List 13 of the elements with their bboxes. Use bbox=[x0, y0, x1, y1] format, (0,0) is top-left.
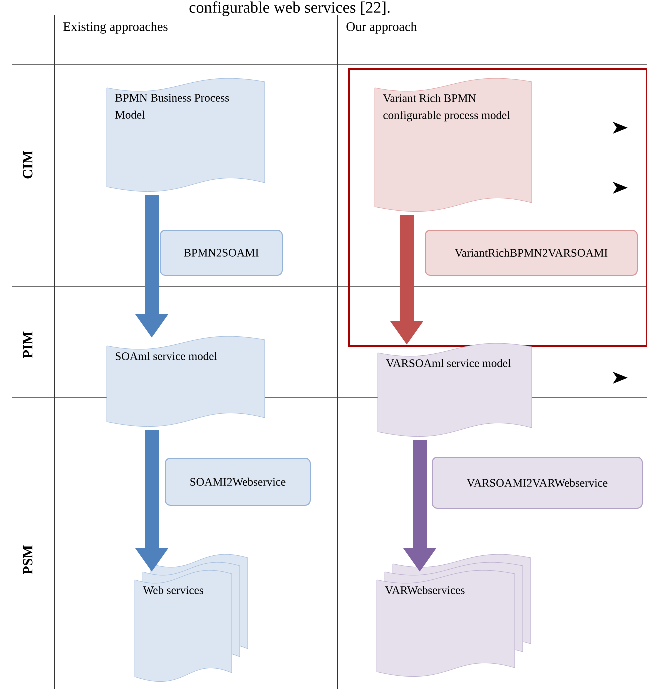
row-header: CIM bbox=[23, 151, 33, 179]
transformation-box: VARSOAMI2VARWebservice bbox=[432, 457, 643, 509]
column-header: Existing approaches bbox=[64, 22, 168, 34]
column-header: Our approach bbox=[346, 22, 418, 34]
transformation-box: SOAMI2Webservice bbox=[165, 458, 311, 506]
row-header: PSM bbox=[23, 546, 33, 575]
caption-text: configurable web services [22]. bbox=[190, 2, 390, 16]
transformation-box: VariantRichBPMN2VARSOAMI bbox=[425, 230, 638, 276]
document-stack: VARWebservices bbox=[376, 554, 532, 677]
row-header: PIM bbox=[23, 332, 33, 358]
transformation-box: BPMN2SOAMI bbox=[160, 230, 283, 276]
highlight-frame bbox=[348, 68, 647, 348]
document-stack: Web services bbox=[134, 554, 248, 682]
